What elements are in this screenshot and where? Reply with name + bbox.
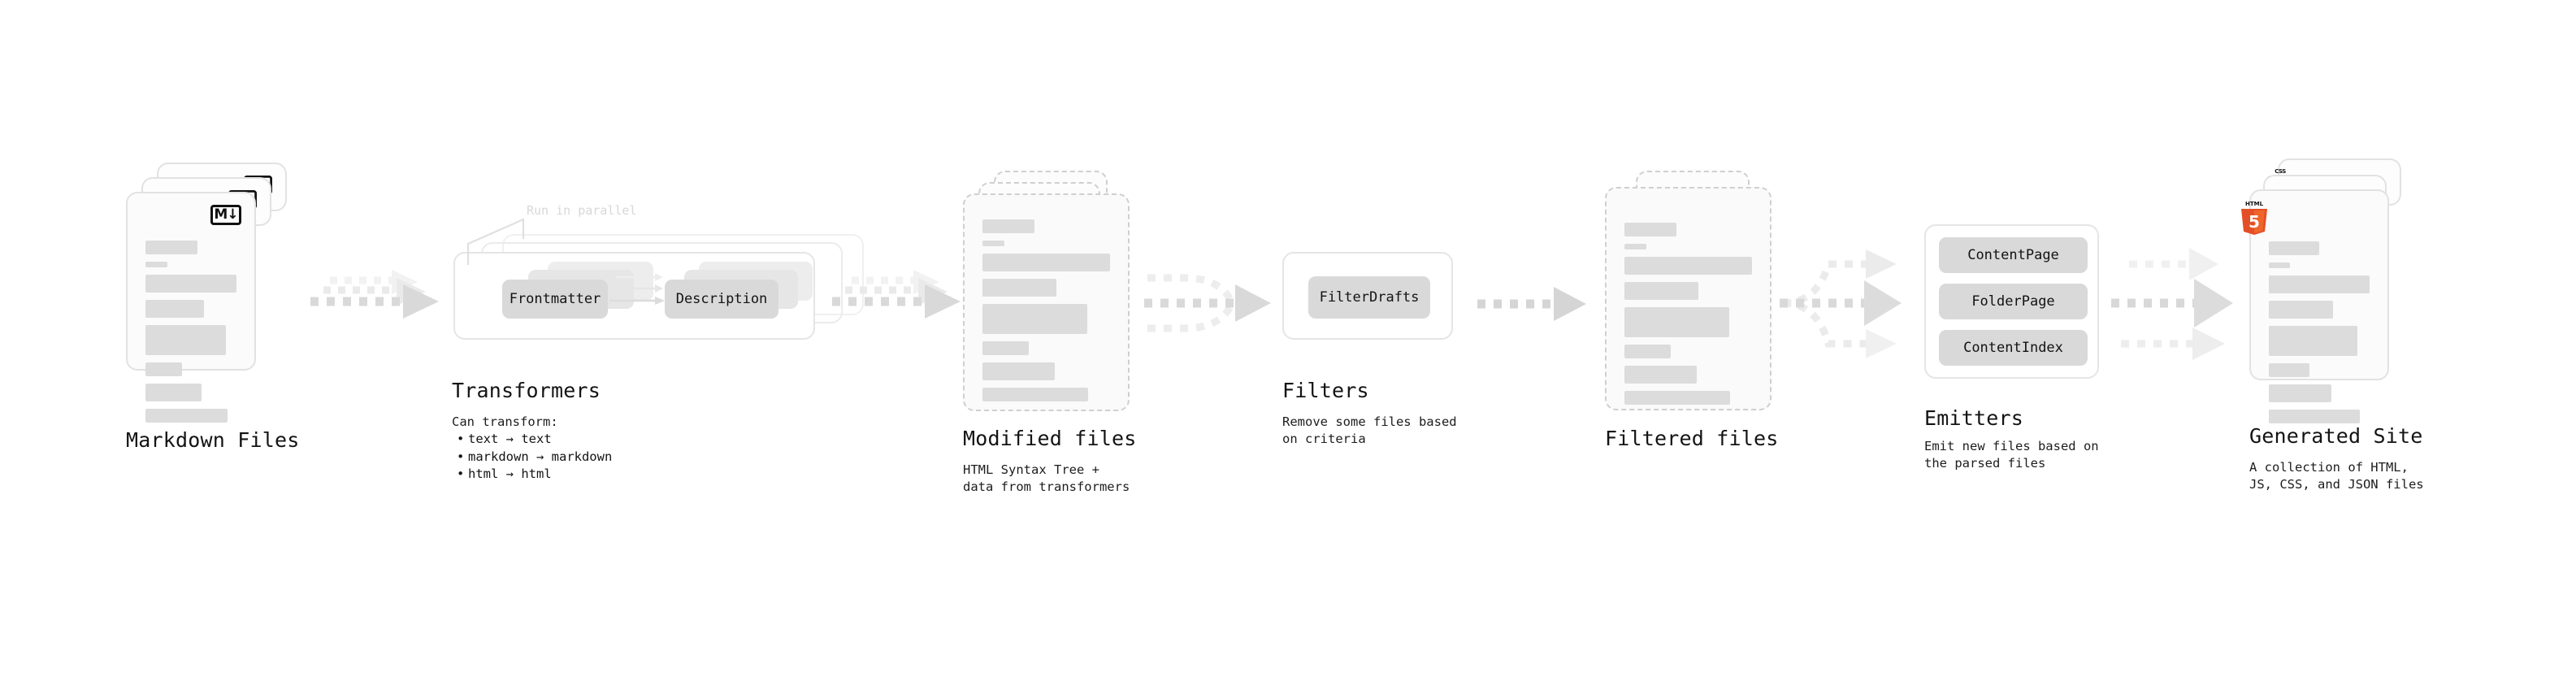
- arrow-transformers-to-modified: [832, 270, 961, 319]
- markdown-files-caption: Markdown Files: [126, 428, 386, 452]
- markdown-down-icon: M↓: [210, 205, 241, 225]
- emitters-pill-folderpage[interactable]: FolderPage: [1939, 284, 2088, 319]
- filters-title: Filters: [1282, 379, 1369, 402]
- modified-files-title: Modified files: [963, 427, 1137, 450]
- generated-site-caption: Generated Site A collection of HTML, JS,…: [2249, 424, 2534, 494]
- filtered-skeleton-body: [1624, 223, 1752, 412]
- arrow-emitters-to-site: [2111, 248, 2233, 360]
- transformers-caption: Transformers Can transform: text → text …: [452, 379, 777, 484]
- transformers-title: Transformers: [452, 379, 601, 402]
- transformers-pill-description[interactable]: Description: [665, 280, 778, 319]
- filters-sub: Remove some files based on criteria: [1282, 414, 1457, 447]
- run-in-parallel-label: Run in parallel: [527, 203, 637, 218]
- arrow-modified-to-filters: [1144, 274, 1271, 332]
- markdown-files-title: Markdown Files: [126, 428, 300, 452]
- markdown-skeleton-body: [145, 241, 236, 430]
- svg-text:HTML: HTML: [2245, 201, 2264, 207]
- generated-card-front: HTML 5: [2241, 189, 2389, 423]
- modified-files-caption: Modified files HTML Syntax Tree + data f…: [963, 427, 1231, 497]
- filtered-files-caption: Filtered files: [1605, 427, 1873, 450]
- filtered-files-title: Filtered files: [1605, 427, 1779, 450]
- css-icon-label: CSS: [2275, 168, 2286, 175]
- emitters-caption: Emitters Emit new files based on the par…: [1924, 406, 2217, 473]
- modified-files-sub: HTML Syntax Tree + data from transformer…: [963, 462, 1130, 495]
- arrow-markdown-to-transformers: [310, 270, 439, 319]
- transformers-inner-arrows: [609, 273, 665, 305]
- html5-icon: HTML 5: [2238, 199, 2270, 236]
- svg-text:5: 5: [2249, 212, 2260, 232]
- arrow-filters-to-filtered: [1477, 287, 1586, 321]
- transformers-bullet-list: text → text markdown → markdown html → h…: [452, 431, 777, 483]
- emitters-pill-contentindex[interactable]: ContentIndex: [1939, 330, 2088, 366]
- generated-skeleton-body: [2269, 241, 2370, 431]
- transformers-pill-frontmatter[interactable]: Frontmatter: [502, 280, 608, 319]
- emitters-title: Emitters: [1924, 406, 2024, 430]
- run-in-parallel-bracket: [466, 218, 525, 265]
- filters-pill-filterdrafts[interactable]: FilterDrafts: [1308, 276, 1430, 319]
- generated-site-sub: A collection of HTML, JS, CSS, and JSON …: [2249, 460, 2424, 492]
- filters-box: FilterDrafts: [1282, 252, 1453, 340]
- filtered-card-front: [1605, 187, 1772, 410]
- transformers-sub: Can transform:: [452, 414, 558, 429]
- transformers-bullet-2: html → html: [452, 466, 777, 483]
- arrow-filtered-to-emitters: [1780, 249, 1902, 358]
- transformers-box: Frontmatter Frontmatter Frontmatter Desc…: [453, 252, 815, 340]
- markdown-card-front: M↓: [126, 192, 256, 423]
- transformers-bullet-0: text → text: [452, 431, 777, 448]
- emitters-pill-contentpage[interactable]: ContentPage: [1939, 237, 2088, 273]
- modified-skeleton-body: [982, 219, 1110, 409]
- generated-site-title: Generated Site: [2249, 424, 2423, 448]
- modified-card-front: [963, 193, 1130, 411]
- emitters-sub: Emit new files based on the parsed files: [1924, 439, 2099, 471]
- filters-caption: Filters Remove some files based on crite…: [1282, 379, 1542, 449]
- transformers-bullet-1: markdown → markdown: [452, 449, 777, 466]
- emitters-box: ContentPage FolderPage ContentIndex: [1924, 224, 2099, 379]
